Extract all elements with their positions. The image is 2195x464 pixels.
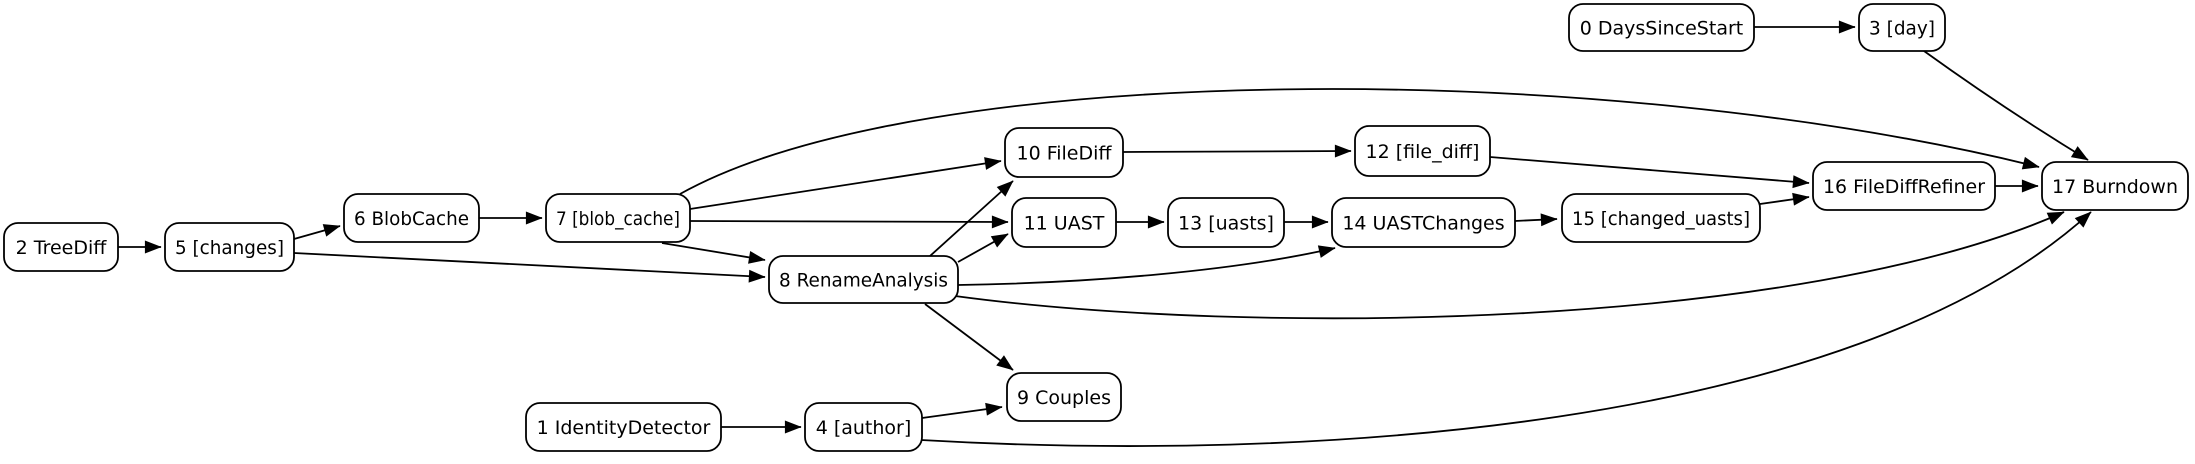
node-1-identitydetector: 1 IdentityDetector [525,402,722,452]
edge-7-to-11 [689,215,1009,229]
edge-15-to-16 [1759,192,1810,206]
node-box [768,255,959,304]
node-label: 12 [file_diff] [1366,141,1480,163]
node-box [1004,127,1124,178]
node-7-blob-cache: 7 [blob_cache] [545,193,691,243]
node-label: 17 Burndown [2052,176,2178,198]
node-label: 4 [author] [816,417,912,439]
edge-12-to-16 [1489,156,1810,189]
node-label: 10 FileDiff [1016,143,1112,165]
edge-7-to-10 [689,157,1002,210]
node-box [1568,3,1755,52]
node-label: 15 [changed_uasts] [1572,208,1750,230]
node-9-couples: 9 Couples [1006,372,1122,422]
node-box [525,402,722,452]
node-label: 9 Couples [1017,387,1111,409]
edge-7-to-8 [661,242,766,264]
node-box [3,222,119,272]
node-label: 13 [uasts] [1178,213,1274,235]
edge-5-to-8 [293,252,766,283]
node-box [343,193,480,243]
edge-4-to-17 [920,211,2092,447]
node-2-treediff: 2 TreeDiff [3,222,119,272]
node-label: 7 [blob_cache] [556,208,680,230]
node-14-uastchanges: 14 UASTChanges [1331,197,1516,248]
node-box [804,402,923,452]
node-10-filediff: 10 FileDiff [1004,127,1124,178]
node-box [1331,197,1516,248]
node-box [1812,161,1996,211]
node-box [1858,3,1946,52]
node-label: 0 DaysSinceStart [1580,18,1743,40]
edge-8-to-17 [954,211,2065,320]
node-13-uasts: 13 [uasts] [1167,197,1285,248]
edge-14-to-15 [1514,213,1558,227]
edge-4-to-9 [921,402,1003,419]
edge-8-to-9 [924,303,1014,371]
node-box [545,193,691,243]
node-box [1011,197,1117,248]
node-label: 11 UAST [1024,213,1105,235]
node-box [1354,125,1491,177]
node-17-burndown: 17 Burndown [2041,161,2189,211]
node-box [1006,372,1122,422]
node-label: 6 BlobCache [354,208,469,230]
edge-7-to-17 [679,88,2040,195]
edge-10-to-12 [1122,144,1352,158]
edge-5-to-6 [293,224,341,240]
node-box [164,222,295,272]
node-label: 1 IdentityDetector [537,417,711,439]
node-8-renameanalysis: 8 RenameAnalysis [768,255,959,304]
node-3-day: 3 [day] [1858,3,1946,52]
node-6-blobcache: 6 BlobCache [343,193,480,243]
node-box [2041,161,2189,211]
node-label: 3 [day] [1869,18,1935,40]
edge-8-to-14 [957,245,1336,286]
node-4-author: 4 [author] [804,402,923,452]
node-15-changed-uasts: 15 [changed_uasts] [1561,193,1761,243]
node-16-filediffrefiner: 16 FileDiffRefiner [1812,161,1996,211]
node-box [1561,193,1761,243]
edge-8-to-11 [957,233,1009,263]
node-label: 14 UASTChanges [1342,213,1504,235]
node-label: 5 [changes] [175,237,284,259]
node-label: 8 RenameAnalysis [779,270,948,292]
node-label: 2 TreeDiff [16,237,108,259]
node-11-uast: 11 UAST [1011,197,1117,248]
node-0-dayssincestart: 0 DaysSinceStart [1568,3,1755,52]
edge-3-to-17 [1923,50,2089,161]
edge-8-to-10 [929,180,1014,257]
node-12-file-diff: 12 [file_diff] [1354,125,1491,177]
node-label: 16 FileDiffRefiner [1823,176,1985,198]
node-5-changes: 5 [changes] [164,222,295,272]
node-box [1167,197,1285,248]
